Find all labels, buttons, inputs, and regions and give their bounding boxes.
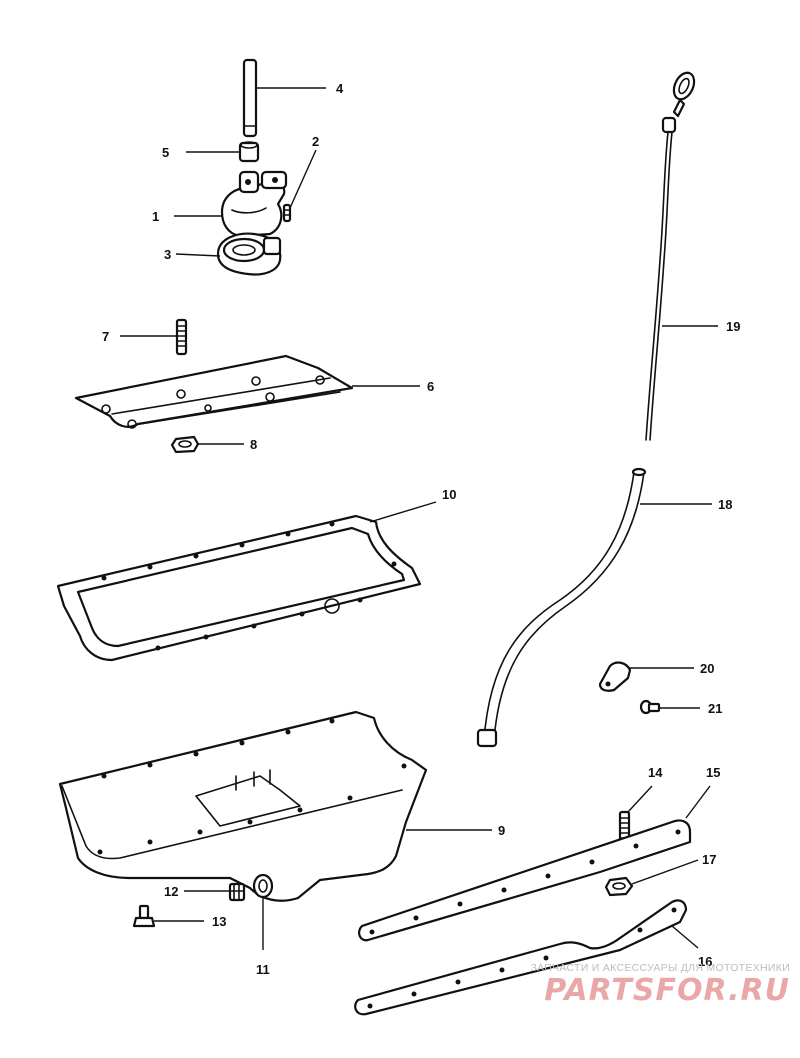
callout-2: 2 [312,134,319,149]
part-20-clip [598,661,632,692]
part-19-dipstick [645,71,696,441]
part-10-pan-gasket [56,514,422,662]
callout-17: 17 [702,852,716,867]
callout-8: 8 [250,437,257,452]
part-1-oil-pump [220,170,288,238]
callout-11: 11 [256,962,270,977]
callout-21: 21 [708,701,722,716]
part-3-pickup-screen [216,232,282,276]
part-9-oil-pan [58,710,428,902]
callout-labels: 4 5 2 1 3 7 6 8 10 9 12 11 13 14 15 17 1… [102,81,740,977]
callout-5: 5 [162,145,169,160]
callout-16: 16 [698,954,712,969]
watermark-tagline: ЗАПЧАСТИ И АКСЕССУАРЫ ДЛЯ МОТОТЕХНИКИ [530,962,790,974]
part-7-stud [175,318,188,356]
part-6-windage-tray [74,354,354,429]
part-17-nut [604,876,634,897]
callout-6: 6 [427,379,434,394]
part-2-pin [282,203,292,223]
part-13-bolt [132,904,156,928]
part-4-pickup-shaft [242,58,258,138]
callout-7: 7 [102,329,109,344]
watermark: ЗАПЧАСТИ И АКСЕССУАРЫ ДЛЯ МОТОТЕХНИКИ PA… [470,962,790,1008]
callout-14: 14 [648,765,663,780]
callout-15: 15 [706,765,720,780]
callout-9: 9 [498,823,505,838]
callout-12: 12 [164,884,178,899]
callout-18: 18 [718,497,732,512]
part-8-nut [170,435,200,454]
callout-4: 4 [336,81,344,96]
part-12-drain-plug [228,882,246,902]
part-15-side-gasket [358,819,692,942]
callout-20: 20 [700,661,714,676]
callout-13: 13 [212,914,226,929]
part-16-side-gasket [354,899,688,1016]
callout-1: 1 [152,209,159,224]
callout-3: 3 [164,247,171,262]
watermark-logo: PARTSFOR.RU [544,973,790,1008]
leader-lines [120,87,718,950]
part-5-bushing [238,141,260,163]
callout-19: 19 [726,319,740,334]
part-11-washer [252,873,274,899]
part-21-screw [639,699,661,715]
callout-10: 10 [442,487,456,502]
part-18-dipstick-tube [476,467,647,748]
